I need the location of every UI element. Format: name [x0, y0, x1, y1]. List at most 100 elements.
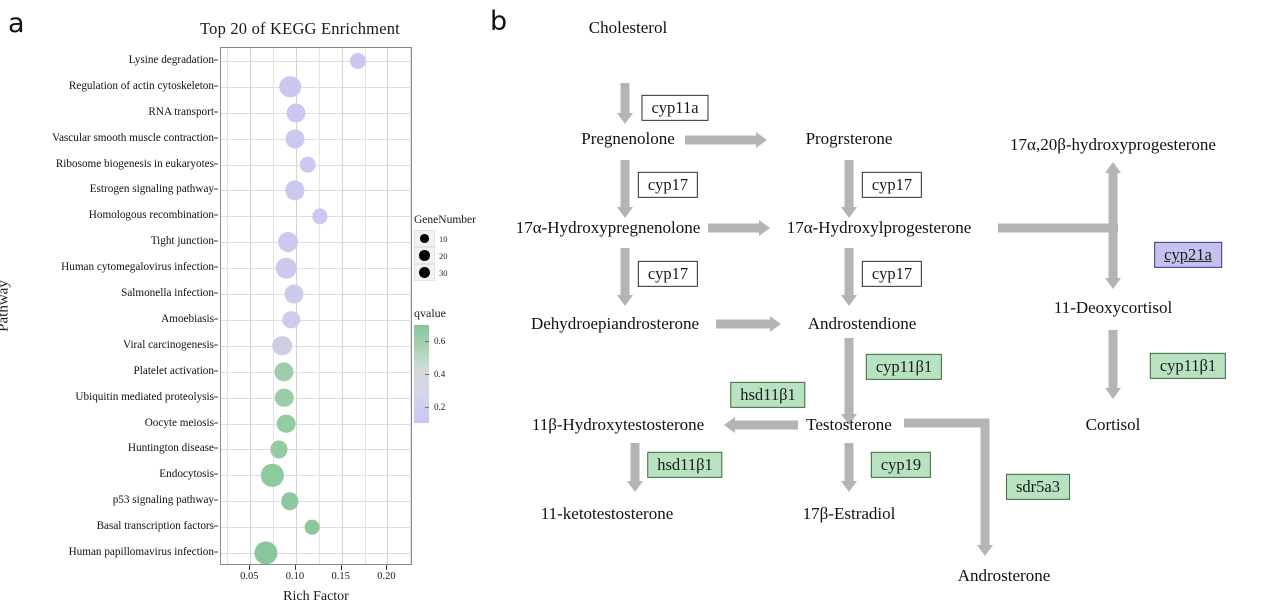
node-testosterone: Testosterone — [806, 415, 892, 434]
data-point — [350, 52, 367, 70]
gene-box-cyp17-d[interactable]: cyp17 — [861, 260, 923, 288]
y-axis-ticks — [0, 47, 220, 565]
node-ketotestosterone: 11-ketotestosterone — [540, 504, 674, 523]
node-cholesterol: Cholesterol — [588, 18, 668, 37]
gene-label-cyp11b1-right: cyp11β1 — [1159, 355, 1217, 375]
data-point — [272, 336, 293, 356]
qvalue-legend-tick — [425, 374, 429, 375]
y-axis-tick — [214, 188, 218, 190]
node-hydroxypregnenolone: 17α-Hydroxypregnenolone — [515, 218, 701, 237]
arrow-junction-dihydroxyprogesterone-head — [1105, 162, 1121, 173]
y-axis-label: Huntington disease — [127, 442, 214, 455]
y-axis-tick — [214, 499, 218, 501]
gene-box-cyp21a[interactable]: cyp21a — [1154, 241, 1222, 269]
arrow-junction-deoxycortisol-shaft — [1108, 226, 1118, 281]
data-point — [274, 388, 294, 407]
gridline-vertical-minor — [410, 48, 412, 564]
qvalue-legend-tick-label: 0.2 — [434, 401, 446, 412]
y-axis-tick — [214, 163, 218, 165]
arrow-hydroxyprogesterone-androstendione-shaft — [844, 248, 854, 298]
y-axis-label: Lysine degradation — [128, 53, 214, 66]
arrow-testosterone-androsterone-vertical — [980, 419, 990, 549]
y-axis-label: Viral carcinogenesis — [123, 338, 214, 351]
y-axis-tick — [214, 422, 218, 424]
qvalue-legend-tick-label: 0.4 — [434, 369, 446, 379]
gridline-horizontal — [221, 138, 411, 140]
data-point — [312, 208, 328, 224]
qvalue-gradient — [414, 325, 429, 423]
gene-box-cyp11a[interactable]: cyp11a — [641, 94, 709, 122]
y-axis-tick — [214, 240, 218, 242]
gene-box-sdr5a3[interactable]: sdr5a3 — [1006, 473, 1070, 501]
y-axis-tick — [214, 370, 218, 372]
x-axis-tick — [386, 565, 388, 570]
y-axis-label: Endocytosis — [159, 468, 214, 481]
data-point — [254, 541, 278, 565]
gridline-vertical-minor — [364, 48, 366, 564]
gene-label-cyp17-c: cyp17 — [647, 263, 689, 283]
y-axis-tick — [214, 473, 218, 475]
x-axis-tick-label: 0.05 — [240, 571, 259, 582]
gridline-horizontal — [221, 242, 411, 244]
gene-label-cyp21a: cyp21a — [1164, 244, 1212, 264]
arrow-hydroxyprogesterone-androstendione-head — [841, 295, 857, 306]
x-axis-tick-label: 0.20 — [377, 571, 396, 582]
gene-label-cyp19: cyp19 — [880, 454, 922, 474]
y-axis-tick — [214, 396, 218, 398]
gene-box-hsd11b1-bottom[interactable]: hsd11β1 — [647, 451, 723, 479]
data-point — [276, 414, 296, 433]
gene-label-cyp17-a: cyp17 — [647, 174, 689, 194]
arrow-deoxycortisol-cortisol-head — [1105, 388, 1121, 399]
data-point — [280, 492, 299, 510]
qvalue-legend-tick — [425, 341, 429, 343]
arrow-dhea-androstendione-shaft — [716, 319, 771, 329]
arrow-testosterone-hydroxytestosterone-head — [724, 417, 735, 433]
gene-box-cyp11b1-left[interactable]: cyp11β1 — [865, 353, 943, 381]
gene-box-hsd11b1-top[interactable]: hsd11β1 — [730, 381, 806, 409]
y-axis-tick — [214, 318, 218, 320]
gridline-horizontal — [221, 190, 411, 192]
y-axis-label: Salmonella infection — [121, 287, 214, 300]
data-point — [285, 180, 305, 201]
x-axis-tick — [294, 565, 296, 570]
gene-number-legend-item: 30 — [414, 264, 504, 281]
gridline-horizontal — [221, 86, 411, 88]
gridline-vertical-major — [341, 48, 343, 564]
y-axis-label: Amoebiasis — [161, 312, 214, 325]
gene-number-legend-dot — [418, 266, 431, 279]
y-axis-tick — [214, 59, 218, 61]
gene-box-cyp17-a[interactable]: cyp17 — [637, 171, 699, 199]
node-hydroxytestosterone: 11β-Hydroxytestosterone — [531, 415, 705, 434]
gene-box-cyp11b1-right[interactable]: cyp11β1 — [1149, 352, 1227, 380]
arrow-pregnenolone-progesterone-shaft — [685, 135, 757, 145]
arrow-hydroxypregnenolone-hydroxyprogesterone-shaft — [708, 223, 760, 233]
data-point — [286, 103, 306, 123]
y-axis-label: Human cytomegalovirus infection — [61, 261, 214, 274]
gene-number-legend-value: 10 — [439, 233, 448, 244]
arrow-pregnenolone-progesterone-head — [756, 132, 767, 148]
gridline-vertical-major — [295, 48, 297, 564]
y-axis-tick — [214, 111, 218, 113]
gridline-vertical-minor — [227, 48, 229, 564]
gene-number-legend-key — [414, 247, 435, 264]
y-axis-label: Human papillomavirus infection — [68, 546, 214, 559]
gridline-horizontal — [221, 112, 411, 114]
gene-label-cyp11a: cyp11a — [651, 97, 699, 117]
gridline-vertical-minor — [318, 48, 320, 564]
data-point — [282, 311, 301, 329]
data-point — [284, 284, 304, 304]
arrow-hydroxypregnenolone-dhea-shaft — [620, 248, 630, 298]
gene-box-cyp17-b[interactable]: cyp17 — [861, 171, 923, 199]
gridline-horizontal — [221, 397, 411, 399]
qvalue-legend-tick — [425, 406, 429, 408]
y-axis-tick — [214, 214, 218, 216]
gene-box-cyp17-c[interactable]: cyp17 — [637, 260, 699, 288]
x-axis-title: Rich Factor — [283, 589, 349, 604]
y-axis-tick — [214, 447, 218, 449]
gridline-horizontal — [221, 553, 411, 555]
data-point — [277, 232, 298, 253]
gridline-horizontal — [221, 449, 411, 451]
gridline-horizontal — [221, 294, 411, 296]
gene-box-cyp19[interactable]: cyp19 — [870, 451, 932, 479]
node-estradiol: 17β-Estradiol — [802, 504, 896, 523]
